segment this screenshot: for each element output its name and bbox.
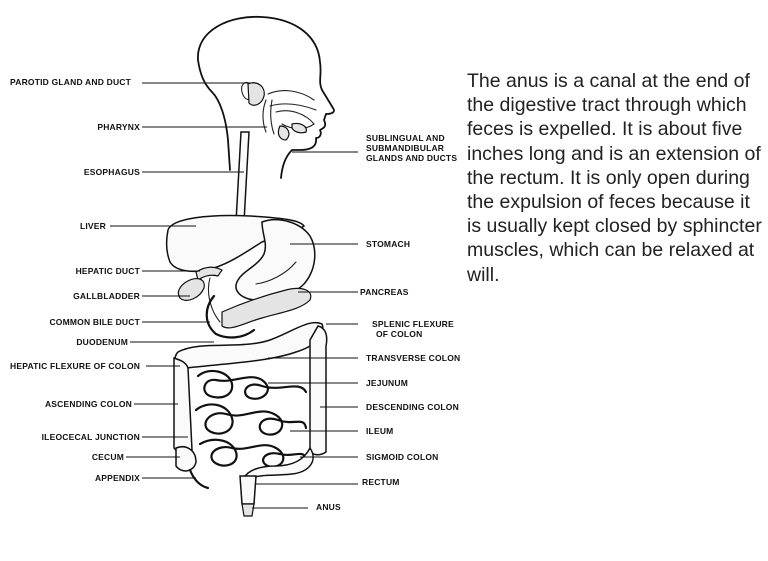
stomach-fold — [255, 261, 297, 285]
label-ileum: ILEUM — [366, 426, 394, 436]
label-sublingual-3: GLANDS AND DUCTS — [366, 153, 458, 163]
jejunum — [196, 369, 308, 400]
label-ileocecal: ILEOCECAL JUNCTION — [41, 432, 140, 442]
submandibular-gland — [277, 125, 290, 141]
appendix — [188, 468, 210, 490]
anus-description: The anus is a canal at the end of the di… — [467, 70, 762, 286]
label-gallbladder: GALLBLADDER — [73, 291, 140, 301]
label-sublingual-2: SUBMANDIBULAR — [366, 143, 445, 153]
label-hepatic-duct: HEPATIC DUCT — [75, 266, 140, 276]
gallbladder — [177, 278, 205, 301]
label-esophagus: ESOPHAGUS — [83, 167, 140, 177]
anus — [241, 503, 255, 517]
label-splenic-2: OF COLON — [376, 329, 423, 339]
label-ascending-colon: ASCENDING COLON — [44, 399, 132, 409]
label-duodenum: DUODENUM — [76, 337, 128, 347]
label-sigmoid-colon: SIGMOID COLON — [366, 452, 439, 462]
label-splenic-1: SPLENIC FLEXURE — [372, 319, 454, 329]
label-anus: ANUS — [316, 502, 341, 512]
label-sublingual-1: SUBLINGUAL AND — [366, 133, 445, 143]
pancreas — [221, 287, 312, 329]
label-appendix: APPENDIX — [94, 473, 140, 483]
label-descending-colon: DESCENDING COLON — [366, 402, 459, 412]
transverse-colon — [174, 321, 324, 369]
rectum — [239, 475, 257, 505]
cecum — [175, 446, 197, 472]
label-jejunum: JEJUNUM — [366, 378, 409, 388]
label-cecum: CECUM — [91, 452, 124, 462]
esophagus — [235, 131, 250, 223]
head-outline — [197, 16, 335, 179]
ileum-coils-upper — [194, 403, 308, 436]
ascending-colon — [173, 356, 193, 454]
label-parotid: PAROTID GLAND AND DUCT — [10, 77, 132, 87]
hepatic-duct — [195, 266, 223, 281]
palate — [269, 103, 317, 111]
label-liver: LIVER — [79, 221, 106, 231]
sigmoid-colon — [242, 446, 314, 479]
label-pancreas: PANCREAS — [360, 287, 409, 297]
label-hepatic-flexure: HEPATIC FLEXURE OF COLON — [10, 361, 141, 371]
pharynx — [262, 99, 275, 135]
duodenum — [205, 294, 256, 339]
parotid-gland — [247, 82, 265, 106]
label-pharynx: PHARYNX — [97, 122, 140, 132]
ileum-coils-lower — [198, 438, 308, 468]
label-common-bile-duct: COMMON BILE DUCT — [49, 317, 140, 327]
descending-colon — [309, 325, 328, 456]
label-stomach: STOMACH — [366, 239, 411, 249]
nasal-cavity — [267, 90, 315, 101]
label-rectum: RECTUM — [362, 477, 400, 487]
sublingual-gland — [291, 122, 307, 134]
label-transverse-colon: TRANSVERSE COLON — [366, 353, 461, 363]
